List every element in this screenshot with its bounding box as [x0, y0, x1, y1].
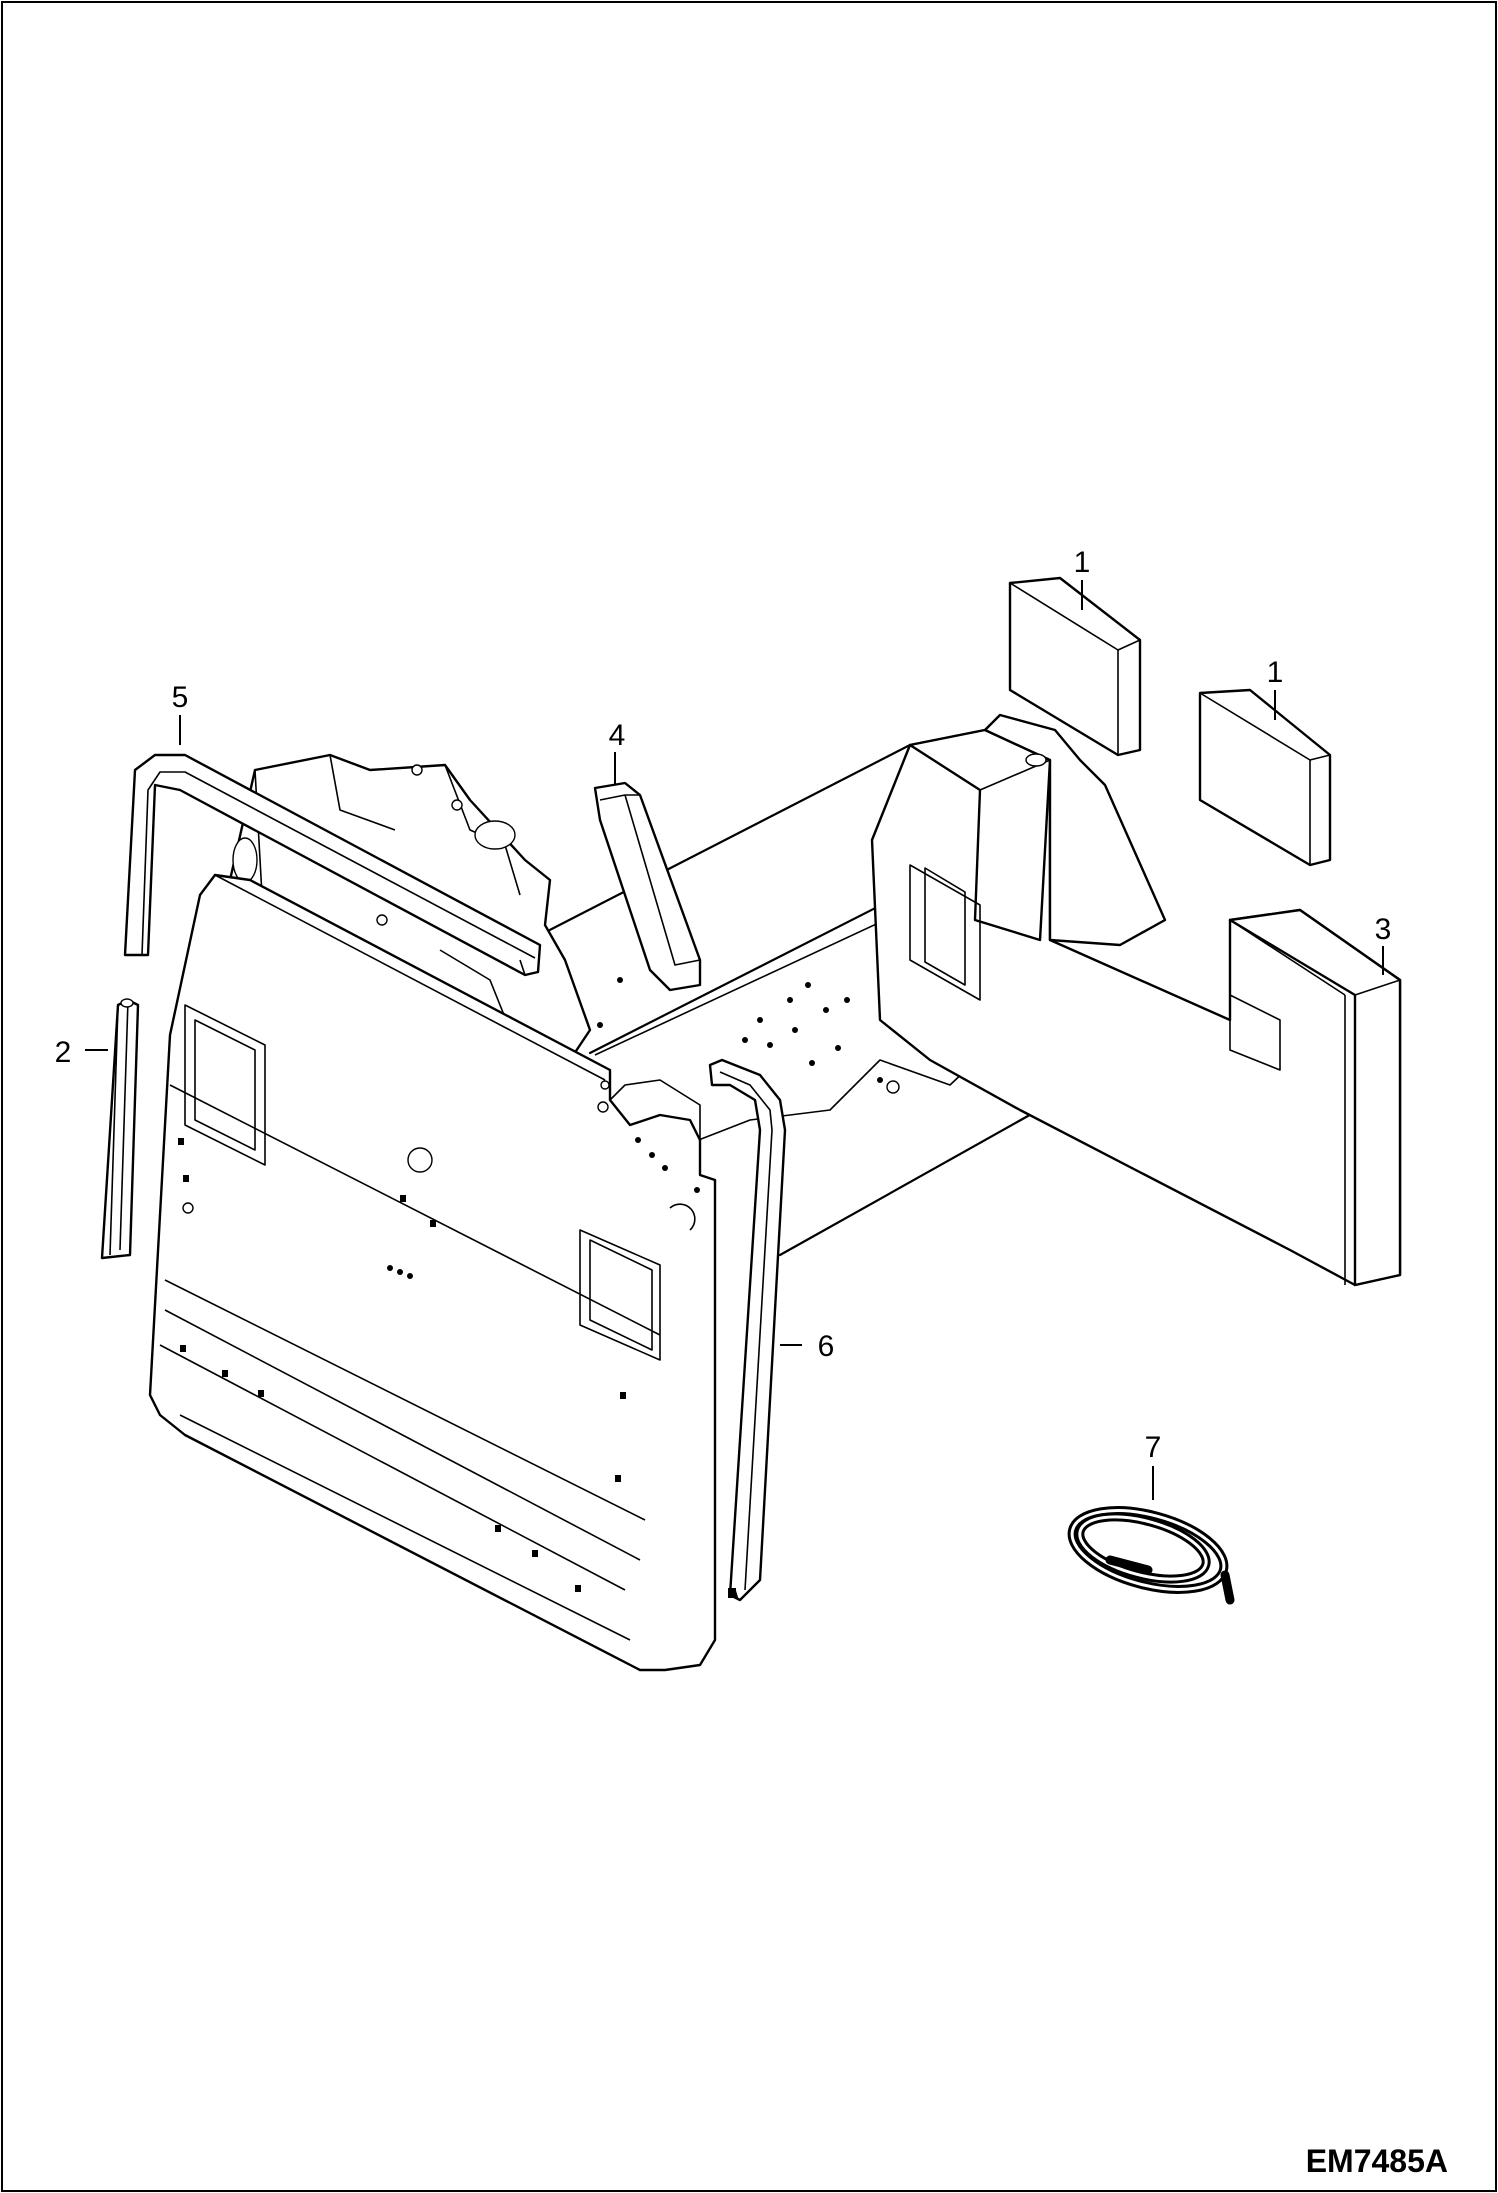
callout-4: 4	[609, 719, 626, 752]
part-3-foam-block	[870, 713, 1402, 1287]
callout-3: 3	[1375, 913, 1392, 946]
callout-1-right-pad: 1	[1267, 656, 1284, 689]
front-panel	[148, 873, 717, 1672]
leader-lines	[85, 580, 1384, 1500]
part-1-pad-left	[1008, 576, 1142, 757]
callout-2: 2	[55, 1036, 72, 1069]
part-1-pad-right	[1198, 688, 1332, 867]
callout-6: 6	[818, 1330, 835, 1363]
callout-1-left-pad: 1	[1074, 546, 1091, 579]
callout-7: 7	[1145, 1431, 1162, 1464]
part-4-wedge	[593, 781, 702, 992]
callout-labels: 1 1 2 3 4 5 6 7	[55, 546, 1392, 1464]
part-5-top-seal	[123, 753, 542, 977]
panel-holes	[178, 1137, 700, 1592]
callout-5: 5	[172, 681, 189, 714]
part-7-coil-seal	[1067, 1506, 1235, 1605]
part-6-right-seal	[708, 1058, 787, 1602]
part-2-left-seal	[100, 998, 140, 1260]
figure-id: EM7485A	[1306, 2143, 1448, 2179]
